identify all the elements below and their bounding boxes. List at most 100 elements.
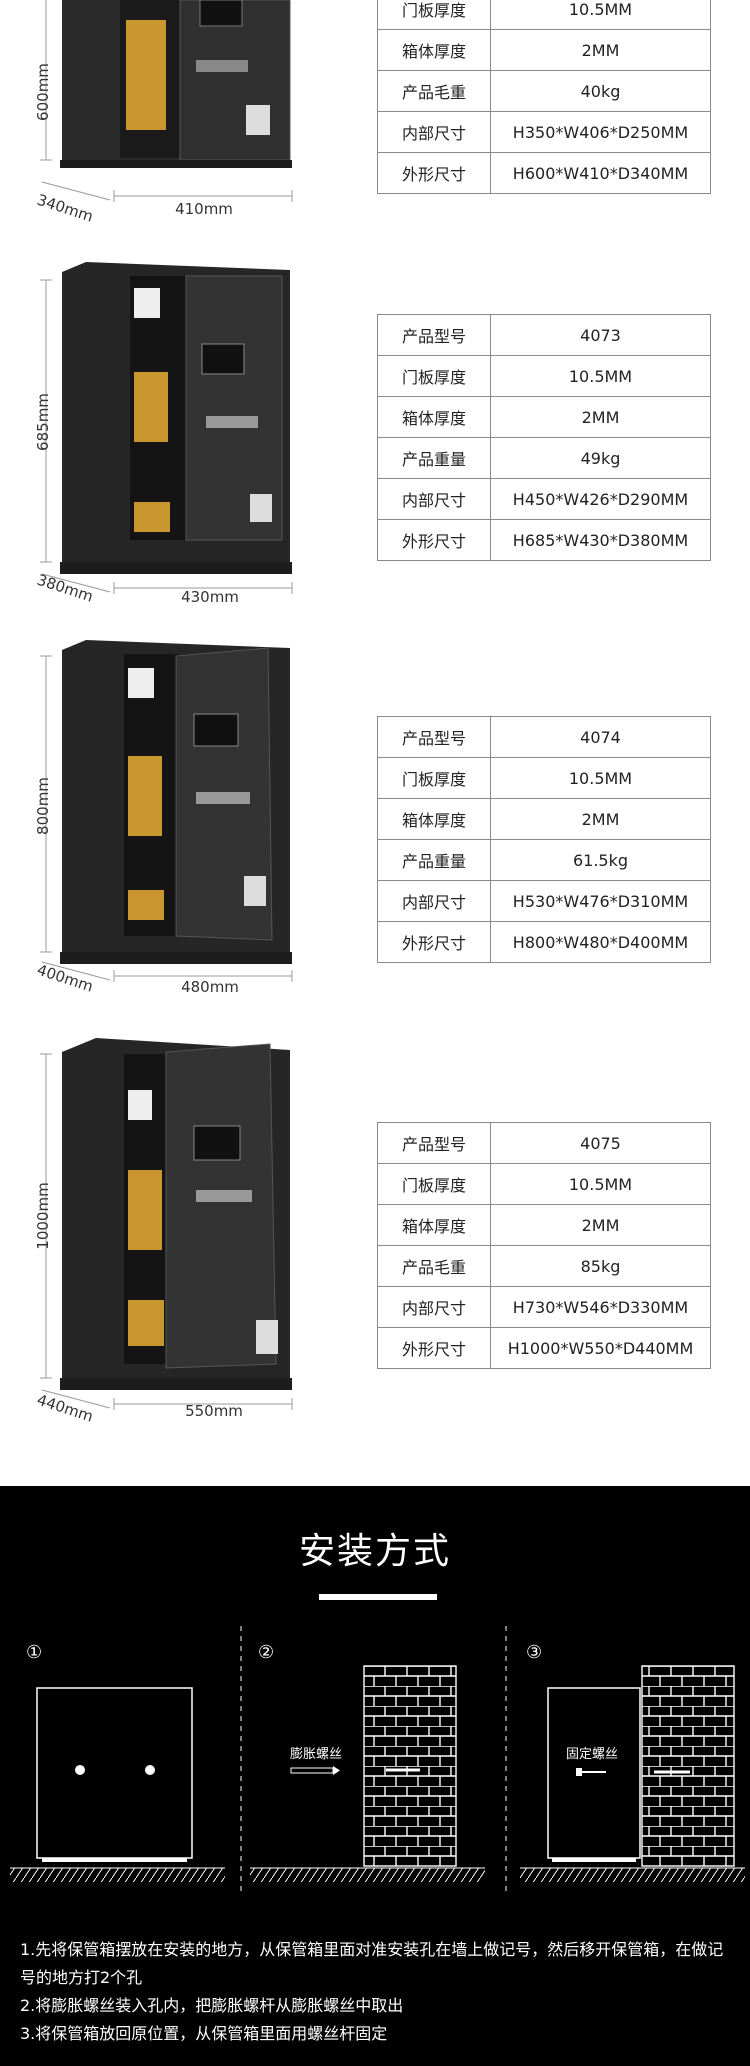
dim-height: 600mm [34, 63, 52, 121]
spec-label: 内部尺寸 [377, 1286, 491, 1328]
spec-label: 外形尺寸 [377, 921, 491, 963]
safe-outline [36, 1687, 193, 1862]
dim-width: 550mm [185, 1402, 243, 1420]
spec-label: 箱体厚度 [377, 1204, 491, 1246]
spec-value: H600*W410*D340MM [490, 152, 711, 194]
spec-value: 4074 [490, 716, 711, 758]
install-diagram: ① ② 膨胀螺丝 ③ 固定螺丝 [10, 1626, 745, 1896]
dim-height: 685mm [34, 393, 52, 451]
spec-label: 外形尺寸 [377, 519, 491, 561]
step-2-mark: ② [258, 1642, 274, 1663]
label-fixing-bolt: 固定螺丝 [566, 1747, 618, 1762]
spec-value: 61.5kg [490, 839, 711, 881]
dim-depth: 380mm [35, 571, 96, 606]
label-expansion-bolt: 膨胀螺丝 [290, 1747, 342, 1762]
spec-label: 产品型号 [377, 314, 491, 356]
safe-illustration-4: 1000mm 440mm 550mm [34, 1038, 293, 1426]
brick-wall [641, 1665, 735, 1867]
spec-value: 85kg [490, 1245, 711, 1287]
spec-value: H450*W426*D290MM [490, 478, 711, 520]
spec-label: 门板厚度 [377, 1163, 491, 1205]
install-step-1: 1.先将保管箱摆放在安装的地方，从保管箱里面对准安装孔在墙上做记号，然后移开保管… [20, 1940, 724, 1987]
dim-width: 410mm [175, 200, 233, 218]
expansion-bolt-icon [290, 1766, 340, 1775]
spec-value: 49kg [490, 437, 711, 479]
spec-value: H350*W406*D250MM [490, 111, 711, 153]
dim-height: 1000mm [34, 1182, 52, 1249]
spec-value: 10.5MM [490, 0, 711, 30]
spec-label: 箱体厚度 [377, 29, 491, 71]
spec-label: 门板厚度 [377, 355, 491, 397]
spec-label: 门板厚度 [377, 757, 491, 799]
spec-label: 产品重量 [377, 839, 491, 881]
spec-value: 4073 [490, 314, 711, 356]
spec-label: 箱体厚度 [377, 798, 491, 840]
install-step-3: 3.将保管箱放回原位置，从保管箱里面用螺丝杆固定 [20, 2024, 388, 2043]
safe-illustration-1: 600mm 340mm 410mm [34, 0, 293, 226]
spec-label: 箱体厚度 [377, 396, 491, 438]
fixing-bolt-icon [576, 1768, 606, 1776]
dim-depth: 340mm [35, 191, 96, 226]
dim-width: 430mm [181, 588, 239, 606]
spec-value: H530*W476*D310MM [490, 880, 711, 922]
spec-value: 40kg [490, 70, 711, 112]
spec-value: 4075 [490, 1122, 711, 1164]
spec-value: H1000*W550*D440MM [490, 1327, 711, 1369]
spec-value: H730*W546*D330MM [490, 1286, 711, 1328]
spec-value: 10.5MM [490, 1163, 711, 1205]
spec-label: 产品毛重 [377, 70, 491, 112]
install-step-2: 2.将膨胀螺丝装入孔内，把膨胀螺杆从膨胀螺丝中取出 [20, 1996, 404, 2015]
spec-label: 产品型号 [377, 716, 491, 758]
dim-height: 800mm [34, 777, 52, 835]
spec-label: 门板厚度 [377, 0, 491, 30]
spec-value: 10.5MM [490, 757, 711, 799]
install-title: 安装方式 [298, 1531, 451, 1572]
spec-label: 内部尺寸 [377, 111, 491, 153]
install-section: 安装方式 ① ② 膨胀螺丝 [0, 1486, 750, 2066]
spec-label: 产品重量 [377, 437, 491, 479]
spec-value: H800*W480*D400MM [490, 921, 711, 963]
step-1-mark: ① [26, 1642, 42, 1663]
install-steps: 1.先将保管箱摆放在安装的地方，从保管箱里面对准安装孔在墙上做记号，然后移开保管… [20, 1936, 730, 2048]
safe-outline [547, 1687, 641, 1862]
title-underline [319, 1594, 437, 1600]
spec-value: H685*W430*D380MM [490, 519, 711, 561]
dim-depth: 400mm [35, 961, 96, 996]
brick-wall [363, 1665, 457, 1867]
spec-label: 外形尺寸 [377, 1327, 491, 1369]
spec-value: 2MM [490, 29, 711, 71]
step-3-mark: ③ [526, 1642, 542, 1663]
spec-label: 内部尺寸 [377, 478, 491, 520]
spec-label: 内部尺寸 [377, 880, 491, 922]
spec-value: 2MM [490, 1204, 711, 1246]
spec-value: 10.5MM [490, 355, 711, 397]
